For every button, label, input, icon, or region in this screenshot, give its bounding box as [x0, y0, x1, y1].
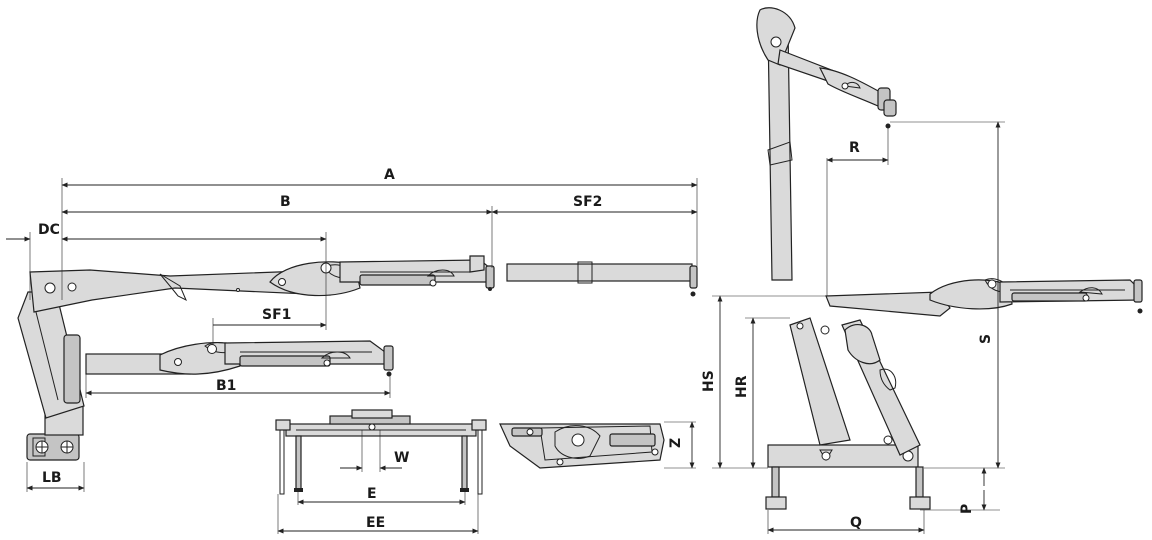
- label-b1: B1: [216, 378, 236, 394]
- label-sf1: SF1: [262, 307, 291, 323]
- label-hr: HR: [734, 375, 750, 398]
- label-sf2: SF2: [573, 194, 602, 210]
- label-r: R: [849, 140, 860, 156]
- crane-side-view-extended: [17, 255, 698, 461]
- crane-folded-view: [499, 423, 665, 469]
- label-lb: LB: [42, 470, 62, 486]
- boom-extension: [506, 263, 693, 282]
- crane-vertical-position: [756, 7, 897, 281]
- label-e: E: [367, 486, 377, 502]
- label-ee: EE: [366, 515, 385, 531]
- label-hs: HS: [701, 370, 717, 392]
- label-s: S: [978, 334, 994, 344]
- stabilizer-front-view: [275, 409, 487, 495]
- crane-working-position: [765, 278, 1143, 510]
- column-cylinder: [63, 334, 81, 404]
- label-dc: DC: [38, 222, 60, 238]
- label-b: B: [280, 194, 291, 210]
- label-z: Z: [668, 438, 684, 448]
- working-column: [789, 317, 851, 446]
- label-a: A: [384, 167, 395, 183]
- label-q: Q: [850, 515, 862, 531]
- hook-tip: [485, 265, 495, 289]
- working-base: [767, 444, 919, 468]
- label-w: W: [394, 450, 409, 466]
- crane-boom-retracted: [85, 340, 394, 377]
- label-p: P: [959, 504, 975, 514]
- working-main-boom: [825, 291, 951, 317]
- extension-cylinder: [359, 274, 436, 286]
